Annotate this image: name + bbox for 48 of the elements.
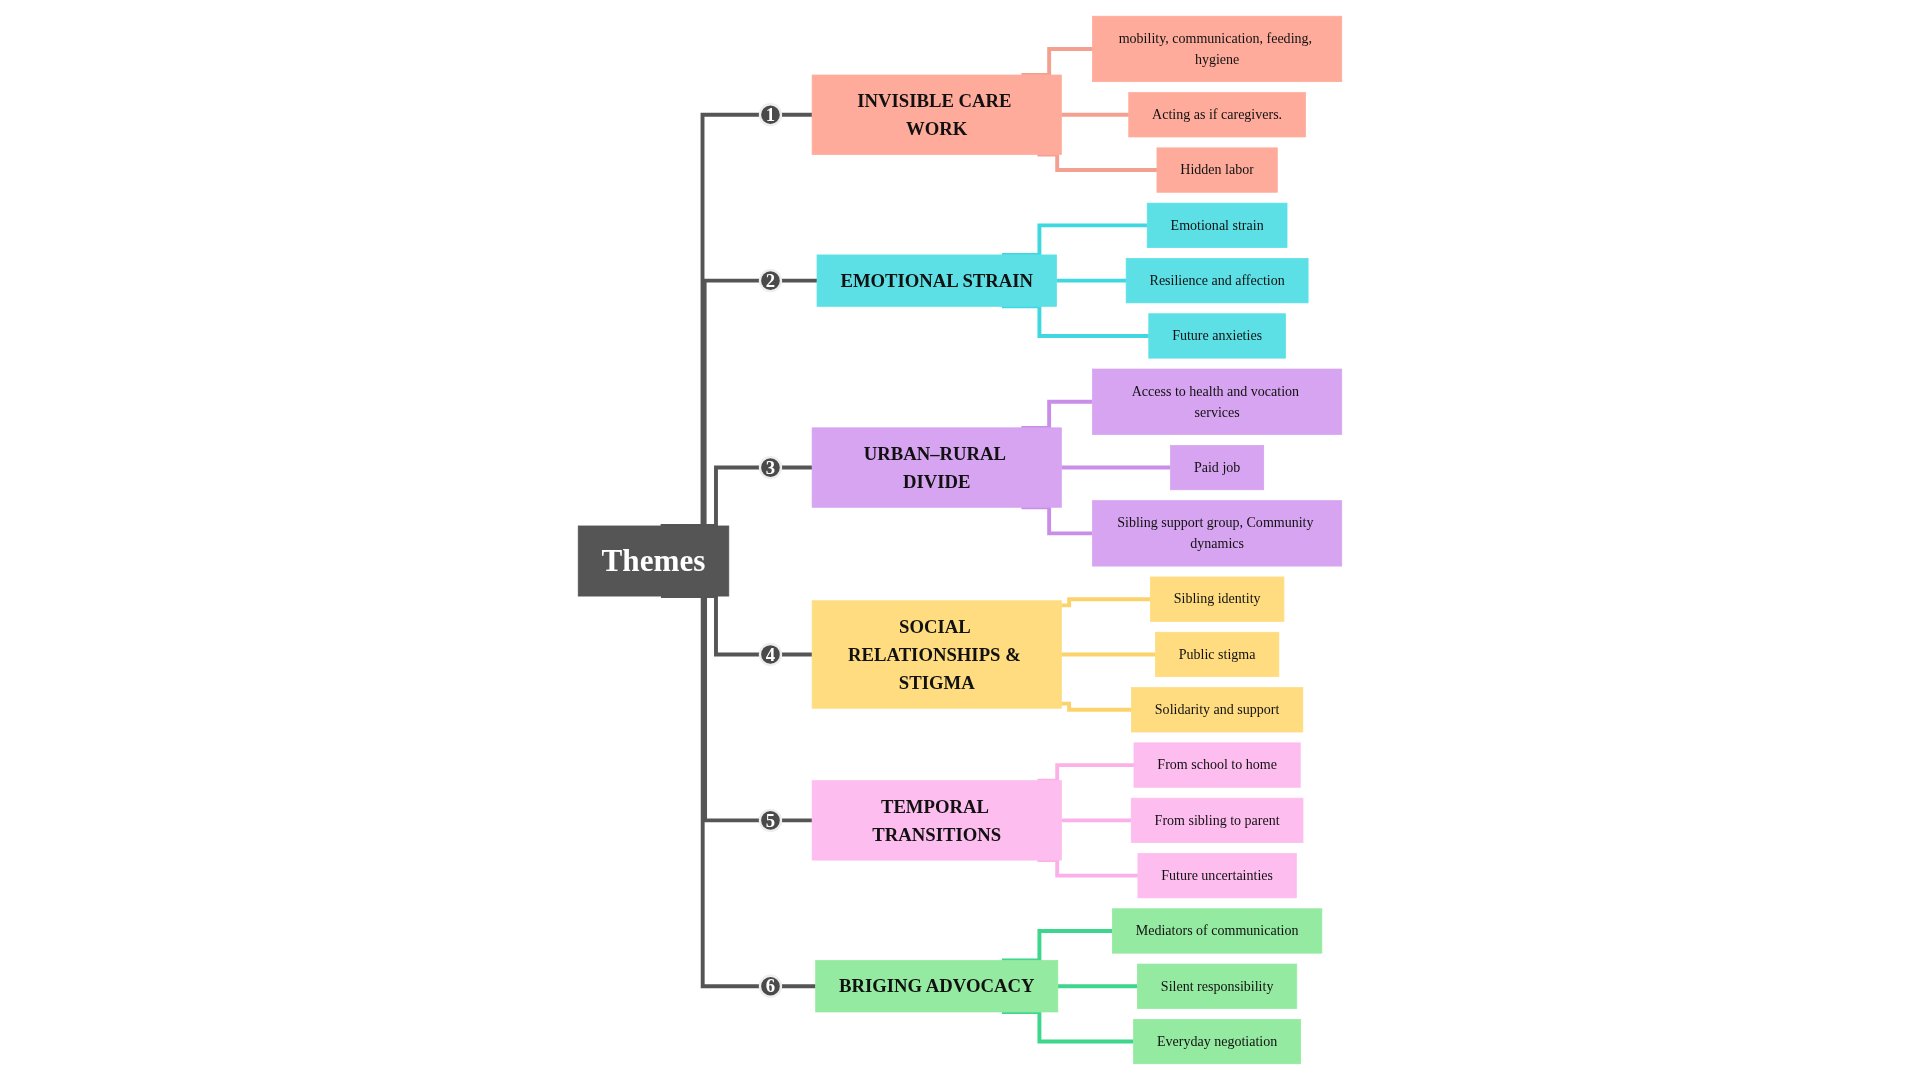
node-box: Acting as if caregivers. <box>1128 92 1306 138</box>
node-box: Public stigma <box>1155 631 1280 678</box>
connector <box>1061 112 1129 117</box>
node-box: From school to home <box>1133 742 1301 788</box>
connector <box>1021 47 1093 77</box>
connector <box>781 652 813 657</box>
node-box: Solidarity and support <box>1131 687 1304 733</box>
connector <box>1056 278 1127 283</box>
node-box: Future uncertainties <box>1137 853 1297 899</box>
node-box: Resilience and affection <box>1125 258 1309 304</box>
node-circle: 4 <box>758 642 783 667</box>
connector <box>1061 701 1132 712</box>
node-box: EMOTIONAL STRAIN <box>816 254 1057 307</box>
node-box: From sibling to parent <box>1130 797 1304 843</box>
connector <box>1061 652 1156 657</box>
node-box: SOCIAL RELATIONSHIPS & STIGMA <box>811 600 1062 709</box>
connector <box>1001 1010 1134 1044</box>
node-box: Themes <box>577 525 730 597</box>
node-box: Paid job <box>1170 444 1265 491</box>
connector <box>1061 465 1171 470</box>
node-box: BRIGING ADVOCACY <box>815 960 1059 1013</box>
node-box: Silent responsibility <box>1137 963 1298 1009</box>
node-box: URBAN–RURAL DIVIDE <box>811 427 1062 508</box>
node-box: Hidden labor <box>1156 147 1278 193</box>
node-box: mobility, communication, feeding, hygiene <box>1092 15 1343 83</box>
node-circle: 2 <box>758 268 783 293</box>
node-circle: 3 <box>758 455 783 480</box>
connector <box>781 818 813 823</box>
node-box: Mediators of communication <box>1112 908 1323 954</box>
connector <box>1057 984 1138 989</box>
node-circle: 1 <box>758 103 783 127</box>
node-circle: 6 <box>758 974 783 998</box>
node-box: Everyday negotiation <box>1133 1018 1302 1065</box>
node-box: Future anxieties <box>1148 313 1286 359</box>
connector <box>781 278 818 283</box>
node-box: INVISIBLE CARE WORK <box>811 74 1062 155</box>
node-box: Sibling support group, Community dynamics <box>1092 500 1343 567</box>
node-box: Access to health and vocation services <box>1092 368 1343 435</box>
node-box: Emotional strain <box>1146 202 1288 248</box>
connector <box>1061 818 1132 823</box>
connector <box>781 984 816 989</box>
connector <box>1061 597 1151 608</box>
node-circle: 5 <box>758 808 783 833</box>
node-box: Sibling identity <box>1149 576 1285 622</box>
connector <box>781 112 813 117</box>
connector <box>781 465 813 470</box>
connector <box>1037 152 1157 172</box>
node-box: TEMPORAL TRANSITIONS <box>811 780 1062 861</box>
